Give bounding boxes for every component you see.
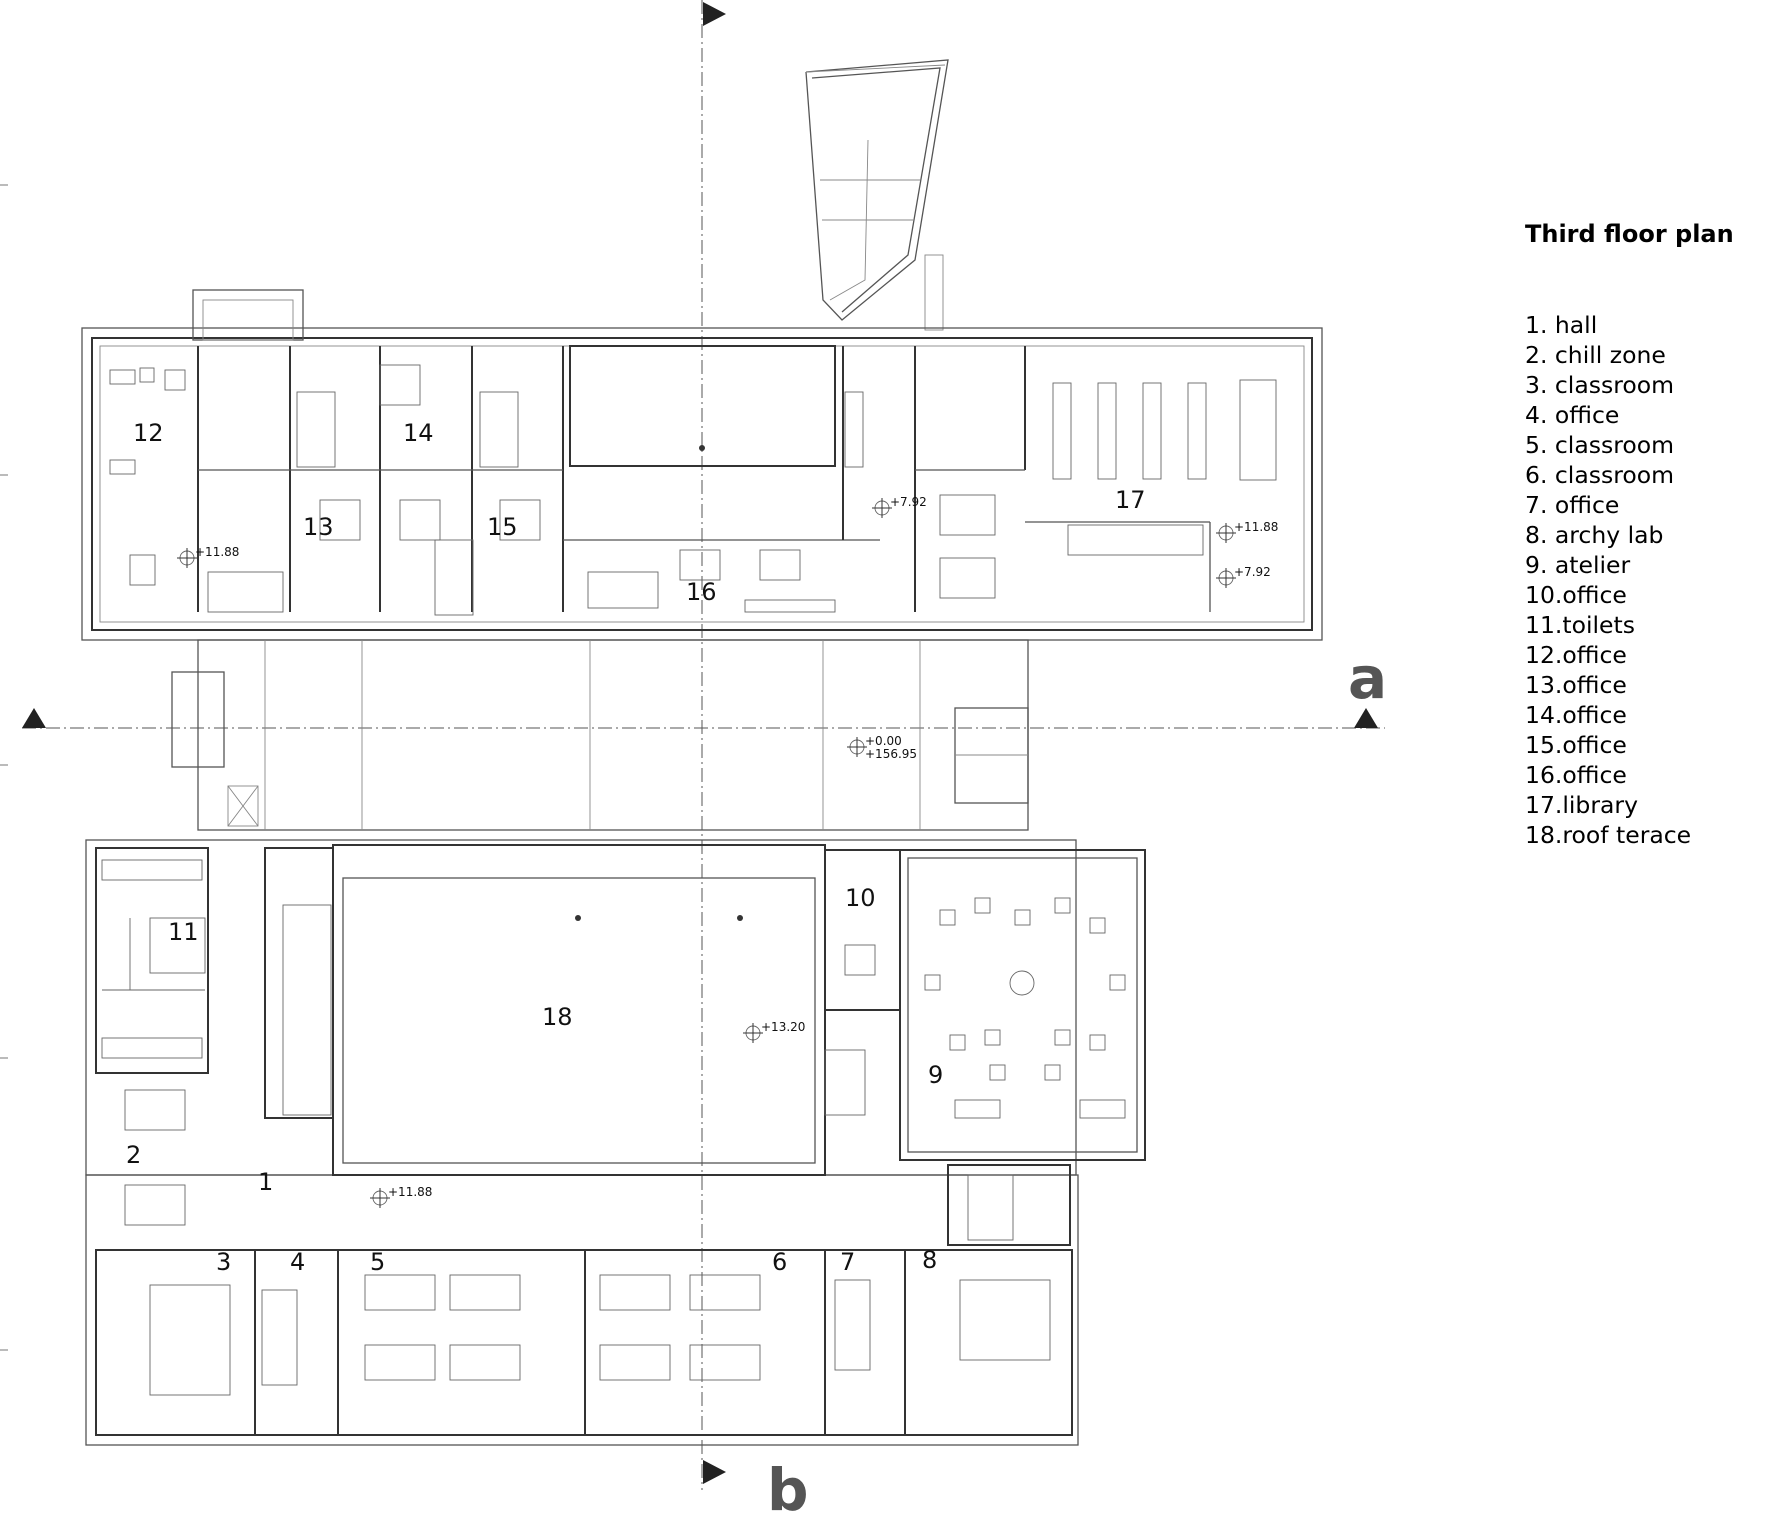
legend-item: 7. office <box>1525 491 1620 519</box>
section-line-b <box>701 0 726 1490</box>
legend-item: 10.office <box>1525 581 1627 609</box>
room-9-label: 9 <box>928 1061 943 1089</box>
roof-tower <box>805 59 949 331</box>
legend-item: 5. classroom <box>1525 431 1675 459</box>
section-b-bottom-arrow <box>703 1460 726 1484</box>
legend-item: 16.office <box>1525 761 1627 789</box>
svg-text:+11.88: +11.88 <box>1234 520 1278 534</box>
legend-item: 13.office <box>1525 671 1627 699</box>
legend: 1. hall 2. chill zone 3. classroom 4. of… <box>1525 310 1691 850</box>
room-8-label: 8 <box>922 1246 937 1274</box>
lower-wing <box>85 839 1146 1446</box>
room-3-label: 3 <box>216 1248 231 1276</box>
legend-title: Third floor plan <box>1525 220 1734 248</box>
upper-wing <box>81 289 1323 641</box>
svg-text:+7.92: +7.92 <box>890 495 927 509</box>
room-18-label: 18 <box>542 1003 573 1031</box>
legend-item: 11.toilets <box>1525 611 1635 639</box>
room-labels: 1 2 3 4 5 6 7 8 9 10 11 12 13 14 15 16 1… <box>126 419 1146 1276</box>
room-11-label: 11 <box>168 918 199 946</box>
section-b-top-arrow <box>703 2 726 26</box>
legend-item: 15.office <box>1525 731 1627 759</box>
legend-item: 12.office <box>1525 641 1627 669</box>
elevation-marker: +11.88 <box>370 1185 432 1208</box>
legend-item: 4. office <box>1525 401 1620 429</box>
section-a-right-arrow <box>1354 708 1378 728</box>
legend-item: 17.library <box>1525 791 1638 819</box>
room-2-label: 2 <box>126 1141 141 1169</box>
legend-item: 8. archy lab <box>1525 521 1664 549</box>
room-4-label: 4 <box>290 1248 305 1276</box>
svg-text:+13.20: +13.20 <box>761 1020 805 1034</box>
elevation-marker: +7.92 <box>872 495 927 518</box>
legend-item: 2. chill zone <box>1525 341 1666 369</box>
bridge <box>171 639 1029 831</box>
room-12-label: 12 <box>133 419 164 447</box>
legend-item: 18.roof terace <box>1525 821 1692 849</box>
legend-item: 1. hall <box>1525 311 1598 339</box>
room-14-label: 14 <box>403 419 434 447</box>
elevation-marker: +13.20 <box>743 1020 805 1043</box>
legend-item: 3. classroom <box>1525 371 1675 399</box>
section-a-left-arrow <box>22 708 46 728</box>
room-7-label: 7 <box>840 1248 855 1276</box>
room-5-label: 5 <box>370 1248 385 1276</box>
room-1-label: 1 <box>258 1168 273 1196</box>
room-15-label: 15 <box>487 513 518 541</box>
section-label-a: a <box>1348 644 1387 712</box>
margin-ticks <box>0 184 8 1351</box>
room-6-label: 6 <box>772 1248 787 1276</box>
legend-item: 14.office <box>1525 701 1627 729</box>
svg-text:+7.92: +7.92 <box>1234 565 1271 579</box>
room-17-label: 17 <box>1115 486 1146 514</box>
elevation-marker: +11.88 <box>1216 520 1278 543</box>
section-line-a <box>22 708 1385 729</box>
svg-text:+11.88: +11.88 <box>195 545 239 559</box>
legend-item: 6. classroom <box>1525 461 1675 489</box>
svg-text:+0.00: +0.00 <box>865 734 902 748</box>
elevation-markers: +11.88 +7.92 +11.88 +7.92 +0.00 +156.95 … <box>177 495 1278 1208</box>
section-label-b: b <box>767 1456 809 1524</box>
elevation-marker: +0.00 +156.95 <box>847 734 917 761</box>
legend-item: 9. atelier <box>1525 551 1631 579</box>
room-10-label: 10 <box>845 884 876 912</box>
elevation-marker: +11.88 <box>177 545 239 568</box>
svg-text:+156.95: +156.95 <box>865 747 917 761</box>
room-13-label: 13 <box>303 513 334 541</box>
room-16-label: 16 <box>686 578 717 606</box>
elevation-marker: +7.92 <box>1216 565 1271 588</box>
svg-text:+11.88: +11.88 <box>388 1185 432 1199</box>
